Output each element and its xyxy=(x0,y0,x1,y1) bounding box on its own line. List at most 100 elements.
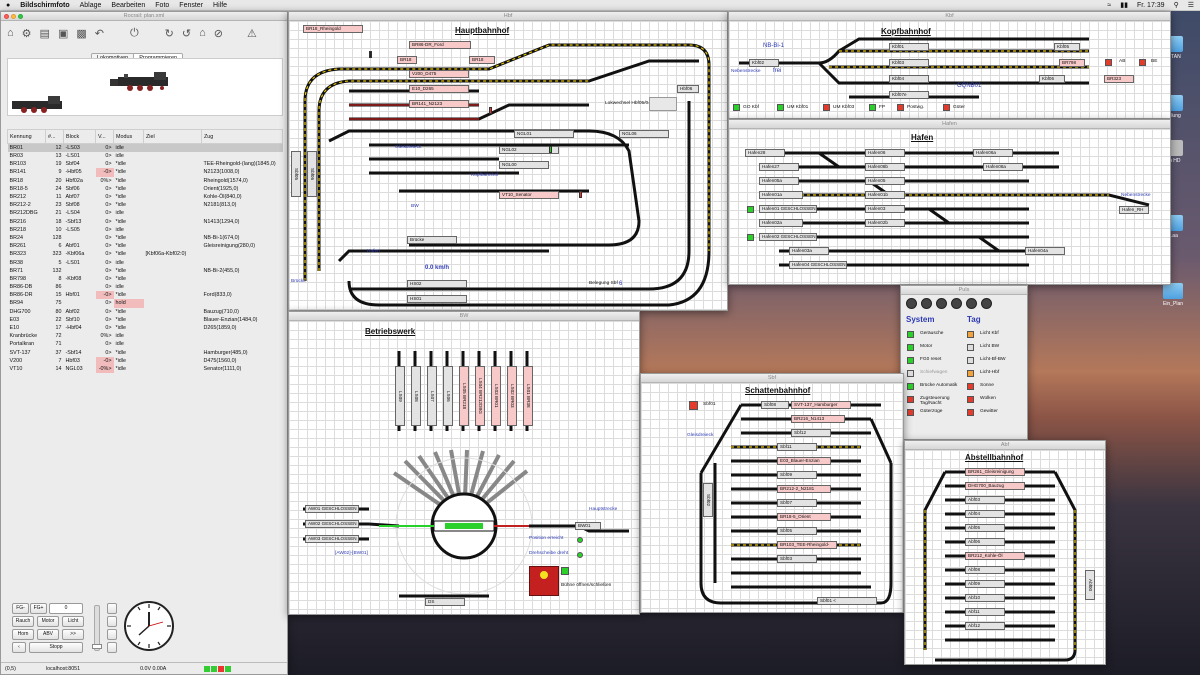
signal[interactable] xyxy=(549,146,552,153)
abf-block[interactable]: Abf05 xyxy=(965,524,1005,532)
block-hbf06[interactable]: Hbf06 xyxy=(677,85,699,93)
fn-button-1[interactable] xyxy=(107,603,117,614)
fn-button-2[interactable] xyxy=(107,616,117,627)
puls-toggle[interactable] xyxy=(907,370,914,377)
save-icon[interactable]: ▣ xyxy=(57,27,69,40)
direction-button[interactable]: ‹ xyxy=(12,642,26,653)
block-br103[interactable]: BR103_TEE-Rheingold- xyxy=(777,541,837,549)
block-e10-d265[interactable]: E10_D265 xyxy=(409,85,469,93)
block-sbf12[interactable]: Sbf12 xyxy=(791,429,831,437)
block-br18-b[interactable]: BR18 xyxy=(469,56,495,64)
col-ziel[interactable]: Ziel xyxy=(143,129,202,144)
block-sbf05[interactable]: Sbf05 xyxy=(291,151,301,197)
block-ngl06[interactable]: NGL06 xyxy=(619,130,669,138)
puls-toggle[interactable] xyxy=(967,370,974,377)
block-br18-rheingold[interactable]: BR18_Rheingold xyxy=(303,25,363,33)
dial-icon[interactable] xyxy=(936,298,947,309)
block-sbf03[interactable]: Sbf03 xyxy=(777,555,817,563)
menu-bearbeiten[interactable]: Bearbeiten xyxy=(111,1,146,9)
hafen01-toggle[interactable] xyxy=(747,206,754,213)
search-icon[interactable]: ⚲ xyxy=(1173,2,1179,9)
block-sbf11[interactable]: Sbf11 xyxy=(777,443,817,451)
signal[interactable] xyxy=(489,107,492,114)
block-aw02[interactable]: AW02 GESCHLOSSEN xyxy=(305,520,359,528)
menu-foto[interactable]: Foto xyxy=(155,1,170,9)
block-svt137[interactable]: SVT-137_Hamburger xyxy=(791,401,851,409)
abf-block[interactable]: Abf12 xyxy=(965,622,1005,630)
stop-button[interactable]: Stopp xyxy=(29,642,83,653)
block-sbf09[interactable]: Sbf09 xyxy=(777,471,817,479)
block-ngl00[interactable]: NGL00 xyxy=(499,161,549,169)
block-hafen06a[interactable]: Hafen06a xyxy=(973,149,1013,157)
list-icon[interactable]: ☰ xyxy=(1187,2,1194,9)
postwg-toggle[interactable] xyxy=(897,104,904,111)
block-sbf07[interactable]: Sbf07 xyxy=(777,499,817,507)
licht-button[interactable]: Licht xyxy=(62,616,84,627)
desktop-icon-ein-plan[interactable]: Ein_Plan xyxy=(1160,283,1186,307)
abf-block[interactable]: Abf10 xyxy=(965,594,1005,602)
dial-icon[interactable] xyxy=(921,298,932,309)
fn-button-4[interactable] xyxy=(107,642,117,653)
fp-toggle[interactable] xyxy=(869,104,876,111)
block-hafen-rh[interactable]: Hafen_RH xyxy=(1119,206,1149,214)
block-hafen03[interactable]: Hafen03 xyxy=(865,205,905,213)
fg-minus-button[interactable]: FG- xyxy=(12,603,29,614)
abf-block[interactable]: Abf04 xyxy=(965,510,1005,518)
block-ls01[interactable]: LS01 BR38 xyxy=(523,366,533,426)
motor-button[interactable]: Motor xyxy=(37,616,59,627)
refresh-icon[interactable]: ↻ xyxy=(164,27,174,40)
block-br141-n2123[interactable]: BR141_N2123 xyxy=(409,100,469,108)
block-hafen27[interactable]: Hafen27 xyxy=(759,163,799,171)
dial-icon[interactable] xyxy=(951,298,962,309)
block-hafen01a[interactable]: Hafen01a xyxy=(759,191,803,199)
block-ls06[interactable]: LS06 xyxy=(443,366,453,426)
gear-icon[interactable]: ⚙ xyxy=(21,27,32,40)
col-block[interactable]: Block xyxy=(63,129,96,144)
buehne-button[interactable] xyxy=(529,566,559,596)
menu-clock[interactable]: Fr. 17:39 xyxy=(1136,1,1165,9)
block-ngl02[interactable]: NGL02 xyxy=(499,146,559,154)
horn-button[interactable]: Horn xyxy=(12,629,34,640)
print-icon[interactable]: ▩ xyxy=(76,27,87,40)
block-ls05[interactable]: LS05 BR218 xyxy=(459,366,469,426)
block-br185[interactable]: BR18-5_Orient xyxy=(777,513,831,521)
abf-block[interactable]: Abf08 xyxy=(965,566,1005,574)
house-icon[interactable]: ⌂ xyxy=(199,27,206,39)
block-hafen02b[interactable]: Hafen02b xyxy=(865,219,905,227)
block-hafen01b[interactable]: Hafen01b xyxy=(865,191,905,199)
block-sbf06[interactable]: Sbf06 xyxy=(307,151,317,197)
menu-app[interactable]: Bildschirmfoto xyxy=(20,1,70,9)
block-ls03[interactable]: LS03 BR01 xyxy=(491,366,501,426)
puls-toggle[interactable] xyxy=(967,357,974,364)
minimize-icon[interactable] xyxy=(11,14,16,19)
puls-toggle[interactable] xyxy=(907,357,914,364)
undo-icon[interactable]: ↶ xyxy=(94,27,104,40)
block-kbf03[interactable]: Kbf03 xyxy=(889,59,929,67)
lokwechsel-field[interactable] xyxy=(649,97,677,111)
block-ds[interactable]: DS xyxy=(425,598,465,606)
um-kbf01-toggle[interactable] xyxy=(777,104,784,111)
puls-toggle[interactable] xyxy=(907,331,914,338)
menu-hilfe[interactable]: Hilfe xyxy=(213,1,228,9)
block-ls09[interactable]: LS09 xyxy=(395,366,405,426)
block-kbf07e[interactable]: Kbf07e xyxy=(889,91,929,99)
puls-toggle[interactable] xyxy=(907,344,914,351)
block-hafen06[interactable]: Hafen06 xyxy=(865,149,905,157)
